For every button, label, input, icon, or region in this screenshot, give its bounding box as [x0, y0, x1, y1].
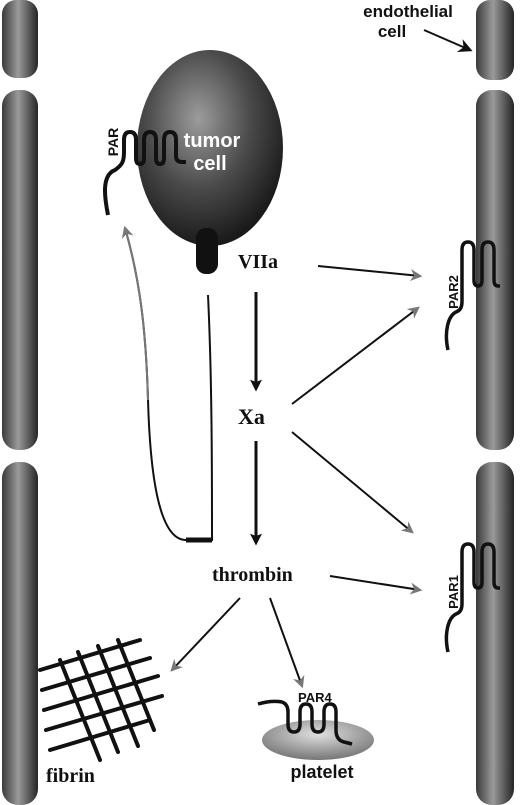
viia-label: VIIa — [238, 251, 278, 273]
tumor-par-receptor: PAR — [103, 128, 186, 216]
platelet: PAR4 platelet — [257, 690, 374, 782]
fibrin-strand — [58, 658, 102, 762]
xa-label: Xa — [238, 404, 265, 429]
left-endothelial-membrane — [2, 0, 38, 805]
thrombin-to-par1-arrow — [329, 575, 423, 595]
tissue-factor-stalk — [196, 228, 218, 274]
par4-label: PAR4 — [298, 690, 332, 705]
right-membrane-segment — [476, 0, 514, 80]
receptor-activation-arrows — [170, 265, 423, 689]
thrombin-to-par4-arrow — [269, 597, 305, 689]
left-membrane-segment — [2, 0, 38, 78]
fibrin-strand — [96, 644, 140, 748]
platelet-label: platelet — [290, 762, 353, 782]
xa-to-par1-arrow — [291, 431, 414, 534]
tumor-cell: tumor cell — [137, 50, 283, 274]
tumor-label-line2: cell — [193, 153, 226, 175]
par2-receptor: PAR2 — [444, 240, 500, 351]
fibrin-strand — [38, 638, 142, 672]
left-membrane-segment — [2, 462, 38, 805]
par1-label: PAR1 — [446, 575, 461, 609]
par-label: PAR — [105, 128, 121, 157]
par2-label: PAR2 — [446, 275, 461, 309]
xa-to-par2-arrow — [291, 306, 420, 405]
fibrin-strand — [40, 656, 152, 692]
right-membrane-segment — [476, 462, 514, 805]
thrombin-to-fibrin-arrow — [170, 597, 241, 672]
thrombin-label: thrombin — [212, 564, 293, 586]
right-endothelial-membrane — [476, 0, 514, 805]
tumor-cell-body — [137, 50, 283, 246]
left-membrane-segment — [2, 90, 38, 450]
feedback-loop-arrow — [121, 225, 214, 543]
fibrin-label: fibrin — [46, 765, 95, 787]
fibrin-strand — [116, 638, 156, 732]
tumor-label-line1: tumor — [184, 130, 241, 152]
fibrin-strand — [76, 650, 120, 754]
viia-to-par2-arrow — [317, 265, 423, 282]
platelet-body — [262, 720, 374, 760]
fibrin-strand — [48, 718, 152, 752]
par1-receptor: PAR1 — [444, 542, 500, 653]
endothelial-label-line2: cell — [378, 22, 406, 41]
fibrin-mesh — [38, 638, 164, 762]
endothelial-pointer-arrow — [423, 29, 473, 52]
endothelial-label-line1: endothelial — [363, 2, 453, 21]
fibrin-strand — [42, 674, 160, 712]
